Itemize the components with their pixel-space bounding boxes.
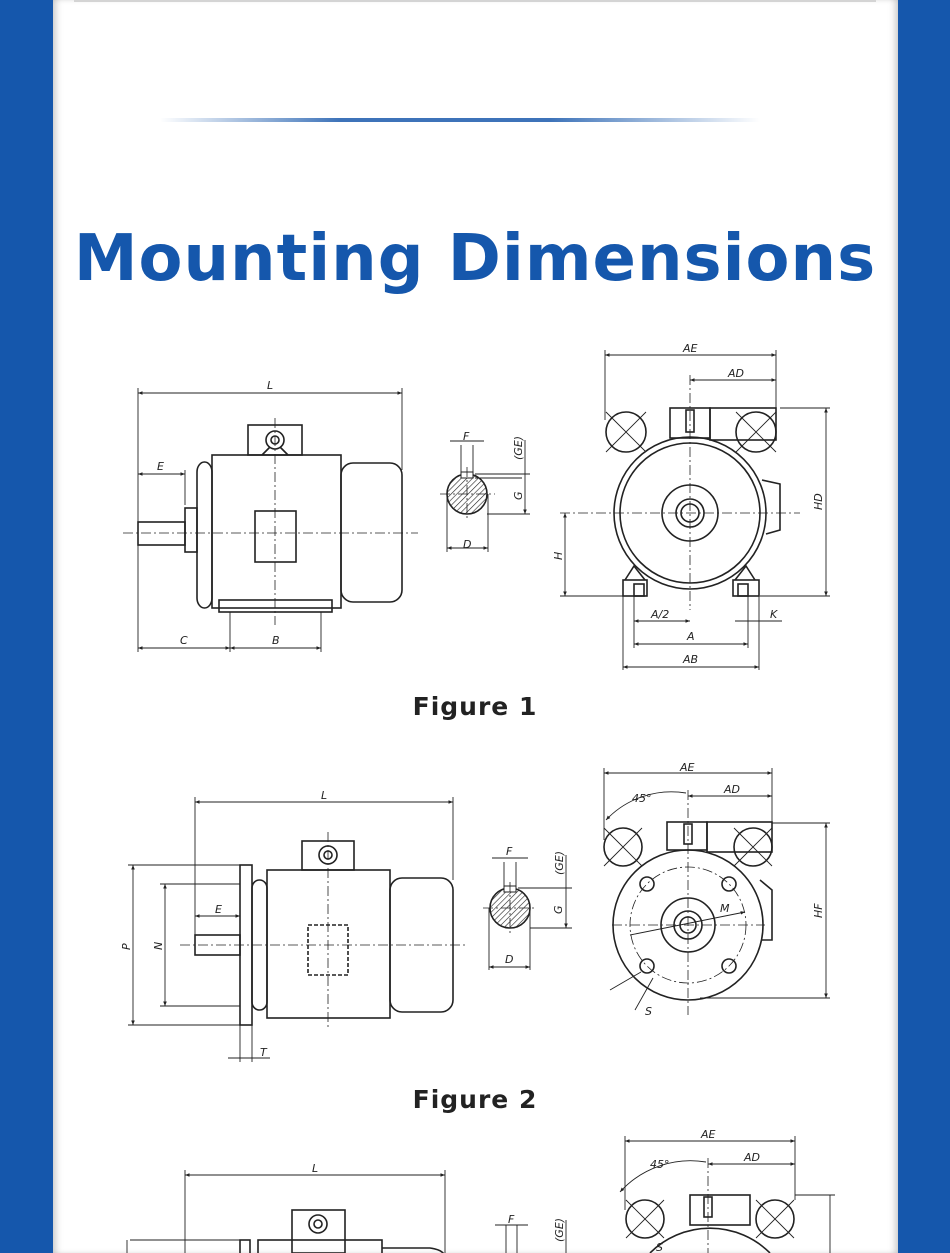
dim-GE: (GE) (553, 1218, 566, 1242)
figure-1-caption: Figure 1 (412, 692, 538, 721)
dim-F: F (463, 430, 470, 443)
dim-AE: AE (679, 761, 695, 774)
dim-A: A (686, 630, 695, 643)
dim-AE: AE (700, 1128, 716, 1141)
dim-M: M (720, 902, 730, 915)
dim-F: F (508, 1213, 515, 1226)
dim-G: G (512, 491, 525, 500)
dim-GE: (GE) (553, 851, 566, 875)
dim-N: N (152, 942, 165, 950)
dim-P: P (120, 943, 133, 950)
dim-HD: HD (812, 493, 825, 510)
dim-AE: AE (682, 342, 698, 355)
gradient-divider (160, 118, 760, 122)
dim-K: K (770, 608, 778, 621)
dim-F: F (506, 845, 513, 858)
figure-3-partial: L F (GE) AE AD 45° S (126, 1128, 835, 1253)
content-panel (53, 0, 898, 1253)
dim-angle: 45° (632, 792, 652, 805)
dim-H: H (552, 552, 565, 560)
dim-S: S (656, 1241, 663, 1253)
dim-C: C (180, 634, 188, 647)
dim-angle: 45° (650, 1158, 670, 1171)
dim-B: B (272, 634, 280, 647)
figure-2-shaft-section: F (GE) G D (483, 845, 572, 970)
dim-AD: AD (723, 783, 740, 796)
dim-GE: (GE) (512, 436, 525, 460)
figure-1-shaft-section: F (GE) G D (440, 430, 530, 552)
table-bottom-edge (74, 0, 876, 2)
figure-2-end-view: AE AD 45° HF M S (603, 761, 830, 1018)
figure-1-end-view: AE AD HD H A/2 A AB K (552, 342, 830, 670)
dim-AD: AD (727, 367, 744, 380)
dim-AD: AD (743, 1151, 760, 1164)
page-title: Mounting Dimensions (73, 222, 877, 296)
dim-S: S (645, 1005, 652, 1018)
figure-2-caption: Figure 2 (412, 1085, 538, 1114)
dim-D: D (505, 953, 513, 966)
dim-L: L (267, 379, 273, 392)
dim-E: E (157, 460, 164, 473)
dim-AB: AB (682, 653, 698, 666)
figure-2-side-view: L E P N T (120, 789, 465, 1062)
dim-T: T (260, 1046, 268, 1059)
dim-G: G (552, 905, 565, 914)
dim-D: D (463, 538, 471, 551)
dim-E: E (215, 903, 222, 916)
dim-L: L (321, 789, 327, 802)
dim-HF: HF (812, 903, 825, 918)
dim-L: L (312, 1162, 318, 1175)
dim-A-half: A/2 (650, 608, 669, 621)
figure-1-side-view: L E C B (123, 379, 418, 652)
